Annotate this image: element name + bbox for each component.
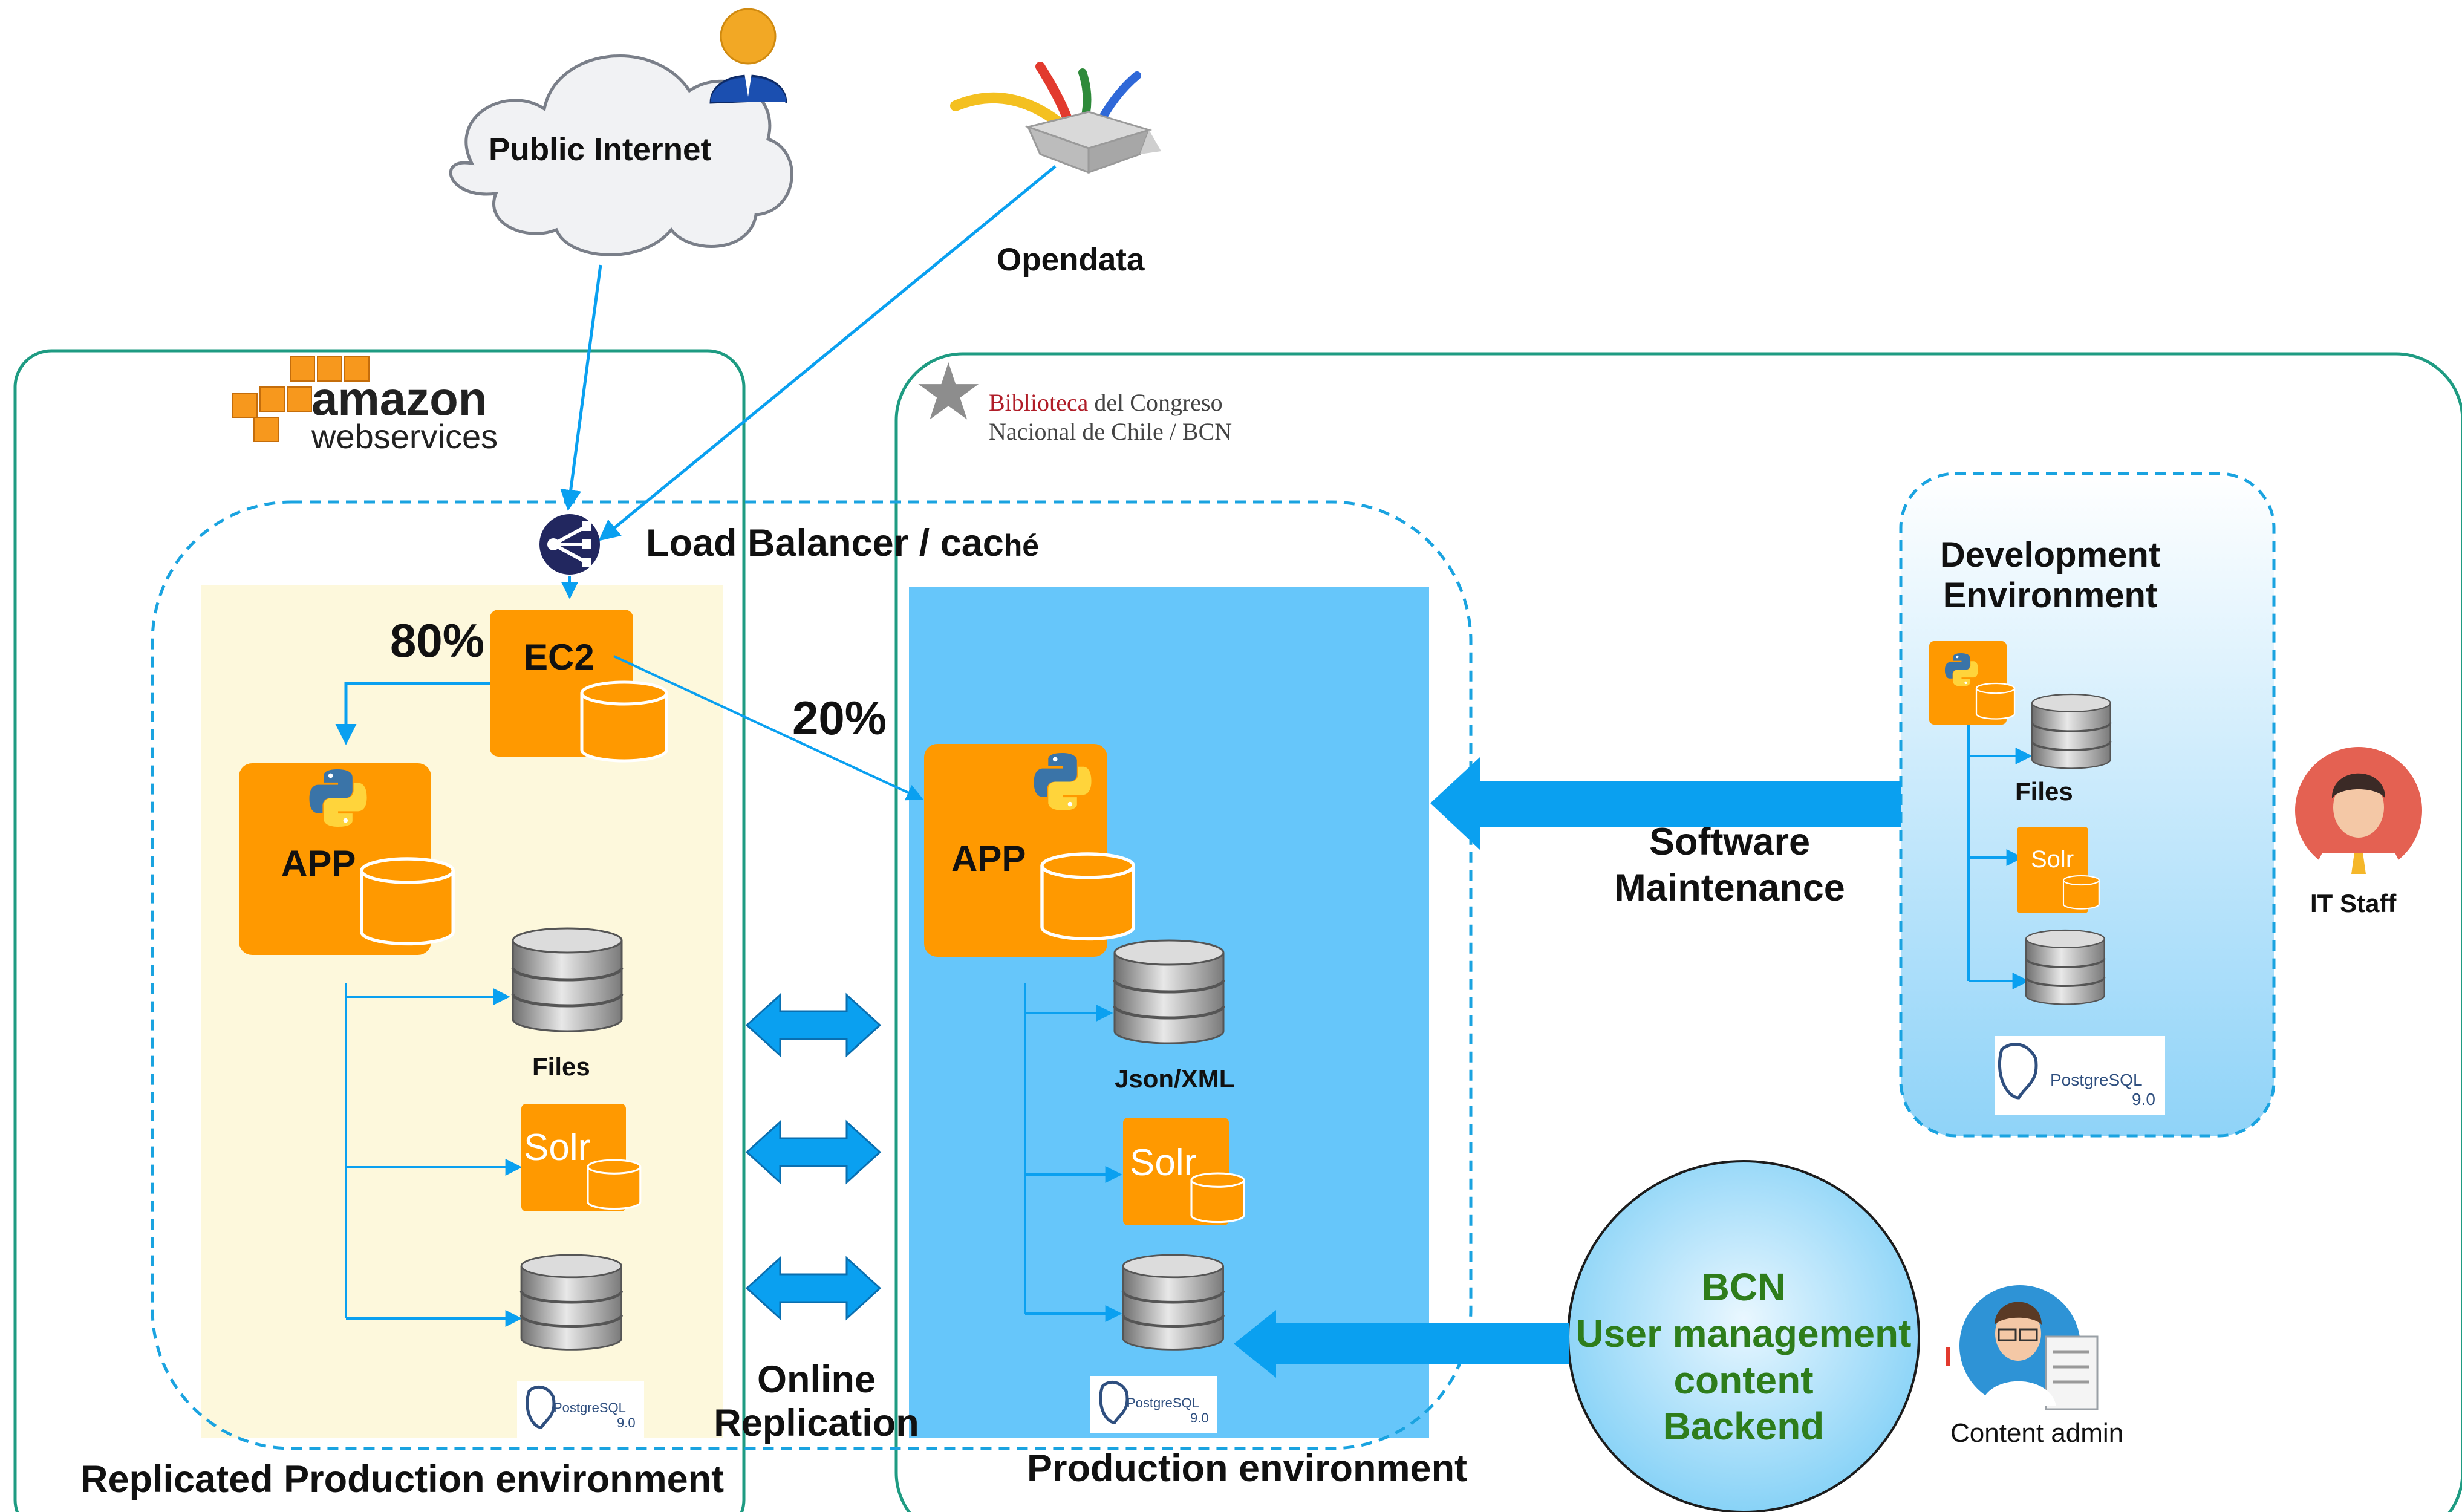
maintenance-line1: Software <box>1649 821 1811 863</box>
replicated-pg-name: PostgreSQL <box>553 1400 626 1415</box>
load-balancer-label: Load Balancer / caché <box>646 521 1039 565</box>
development-title-line2: Environment <box>1943 575 2158 615</box>
bcn-logo-line2: Nacional de Chile / BCN <box>989 418 1233 445</box>
lb-label-main: Load Balancer / cac <box>646 522 1004 564</box>
bcn-logo-line1: del Congreso <box>1088 389 1223 416</box>
ec2-label: EC2 <box>524 637 594 677</box>
replicated-env-label: Replicated Production environment <box>80 1458 725 1501</box>
replicated-pg-db-icon <box>521 1255 622 1349</box>
dev-pg-logo-box <box>1995 1036 2165 1115</box>
services-word: services <box>373 417 498 455</box>
online-replication-label: Online Replication <box>708 1358 925 1445</box>
backend-label: BCN User management content Backend <box>1566 1264 1921 1450</box>
it-staff-label: IT Staff <box>2310 889 2397 917</box>
user-icon <box>709 8 787 104</box>
opendata-to-lb-arrow <box>598 165 1057 541</box>
backend-line2: User management <box>1575 1311 1912 1355</box>
replicated-files-label: Files <box>532 1052 590 1081</box>
bcn-logo: ★ Biblioteca del Congreso Nacional de Ch… <box>913 354 1233 446</box>
production-pg-name: PostgreSQL <box>1127 1395 1199 1410</box>
public-internet-label: Public Internet <box>489 132 712 168</box>
webservices-logo-word: webservices <box>311 420 498 454</box>
ec2-to-production-arrow <box>613 655 924 801</box>
bcn-logo-red: Biblioteca <box>989 389 1089 416</box>
amazon-logo-word: amazon <box>311 372 487 425</box>
bcn-environment-frame <box>894 352 2462 1512</box>
development-title: Development Environment <box>1914 535 2186 616</box>
lb-label-tail: hé <box>1003 529 1040 562</box>
load-balancer-icon <box>539 514 600 575</box>
production-pg-version: 9.0 <box>1190 1410 1209 1426</box>
dev-pg-name: PostgreSQL <box>2050 1070 2143 1089</box>
star-icon: ★ <box>913 350 984 437</box>
development-title-line1: Development <box>1939 535 2161 575</box>
it-staff-avatar-icon <box>2295 747 2422 874</box>
software-maintenance-arrow <box>1430 757 1901 850</box>
amazon-cubes-icon <box>232 356 370 442</box>
amazon-environment-frame <box>13 349 746 1512</box>
load-balanced-region <box>151 500 1473 1450</box>
web-word: web <box>311 417 374 455</box>
production-solr-label: Solr <box>1130 1142 1197 1184</box>
online-label-line1: Online <box>757 1358 876 1401</box>
content-admin-avatar-icon <box>1946 1285 2099 1410</box>
pct-20-label: 20% <box>792 691 887 745</box>
production-app-label: APP <box>951 838 1026 879</box>
production-pg-logo-box <box>1090 1376 1217 1433</box>
cloud-icon <box>449 54 793 256</box>
amazon-logo: amazon webservices <box>311 375 498 454</box>
production-json-db-icon <box>1115 940 1223 1043</box>
replicated-pg-logo-box <box>517 1381 644 1438</box>
ec2-to-app-arrow <box>335 682 490 745</box>
backend-line3: content <box>1673 1358 1814 1402</box>
software-maintenance-label: Software Maintenance <box>1560 820 1899 911</box>
internet-to-lb-arrow <box>560 264 602 511</box>
replicated-solr-label: Solr <box>524 1127 591 1168</box>
bidirectional-arrow-icon <box>745 992 882 1321</box>
dev-solr-label: Solr <box>2031 846 2074 873</box>
development-box <box>1899 472 2276 1138</box>
production-json-label: Json/XML <box>1115 1064 1235 1093</box>
maintenance-line2: Maintenance <box>1614 866 1845 909</box>
opendata-box-icon <box>950 62 1161 174</box>
backend-to-production-arrow <box>1234 1310 1569 1378</box>
replicated-app-label: APP <box>281 843 356 884</box>
backend-line1: BCN <box>1701 1265 1786 1309</box>
dev-pg-version: 9.0 <box>2132 1090 2155 1109</box>
opendata-label: Opendata <box>997 242 1145 278</box>
production-pg-db-icon <box>1123 1255 1223 1349</box>
dev-files-db-icon <box>2031 693 2112 770</box>
dev-pg-db-icon <box>2025 929 2106 1006</box>
backend-line4: Backend <box>1663 1404 1825 1448</box>
online-label-line2: Replication <box>714 1402 919 1445</box>
replicated-files-db-icon <box>513 928 622 1031</box>
production-env-label: Production environment <box>1027 1447 1468 1490</box>
dev-files-label: Files <box>2015 777 2073 806</box>
content-admin-label: Content admin <box>1950 1418 2124 1448</box>
replicated-pg-version: 9.0 <box>617 1415 636 1431</box>
pct-80-label: 80% <box>390 614 485 667</box>
